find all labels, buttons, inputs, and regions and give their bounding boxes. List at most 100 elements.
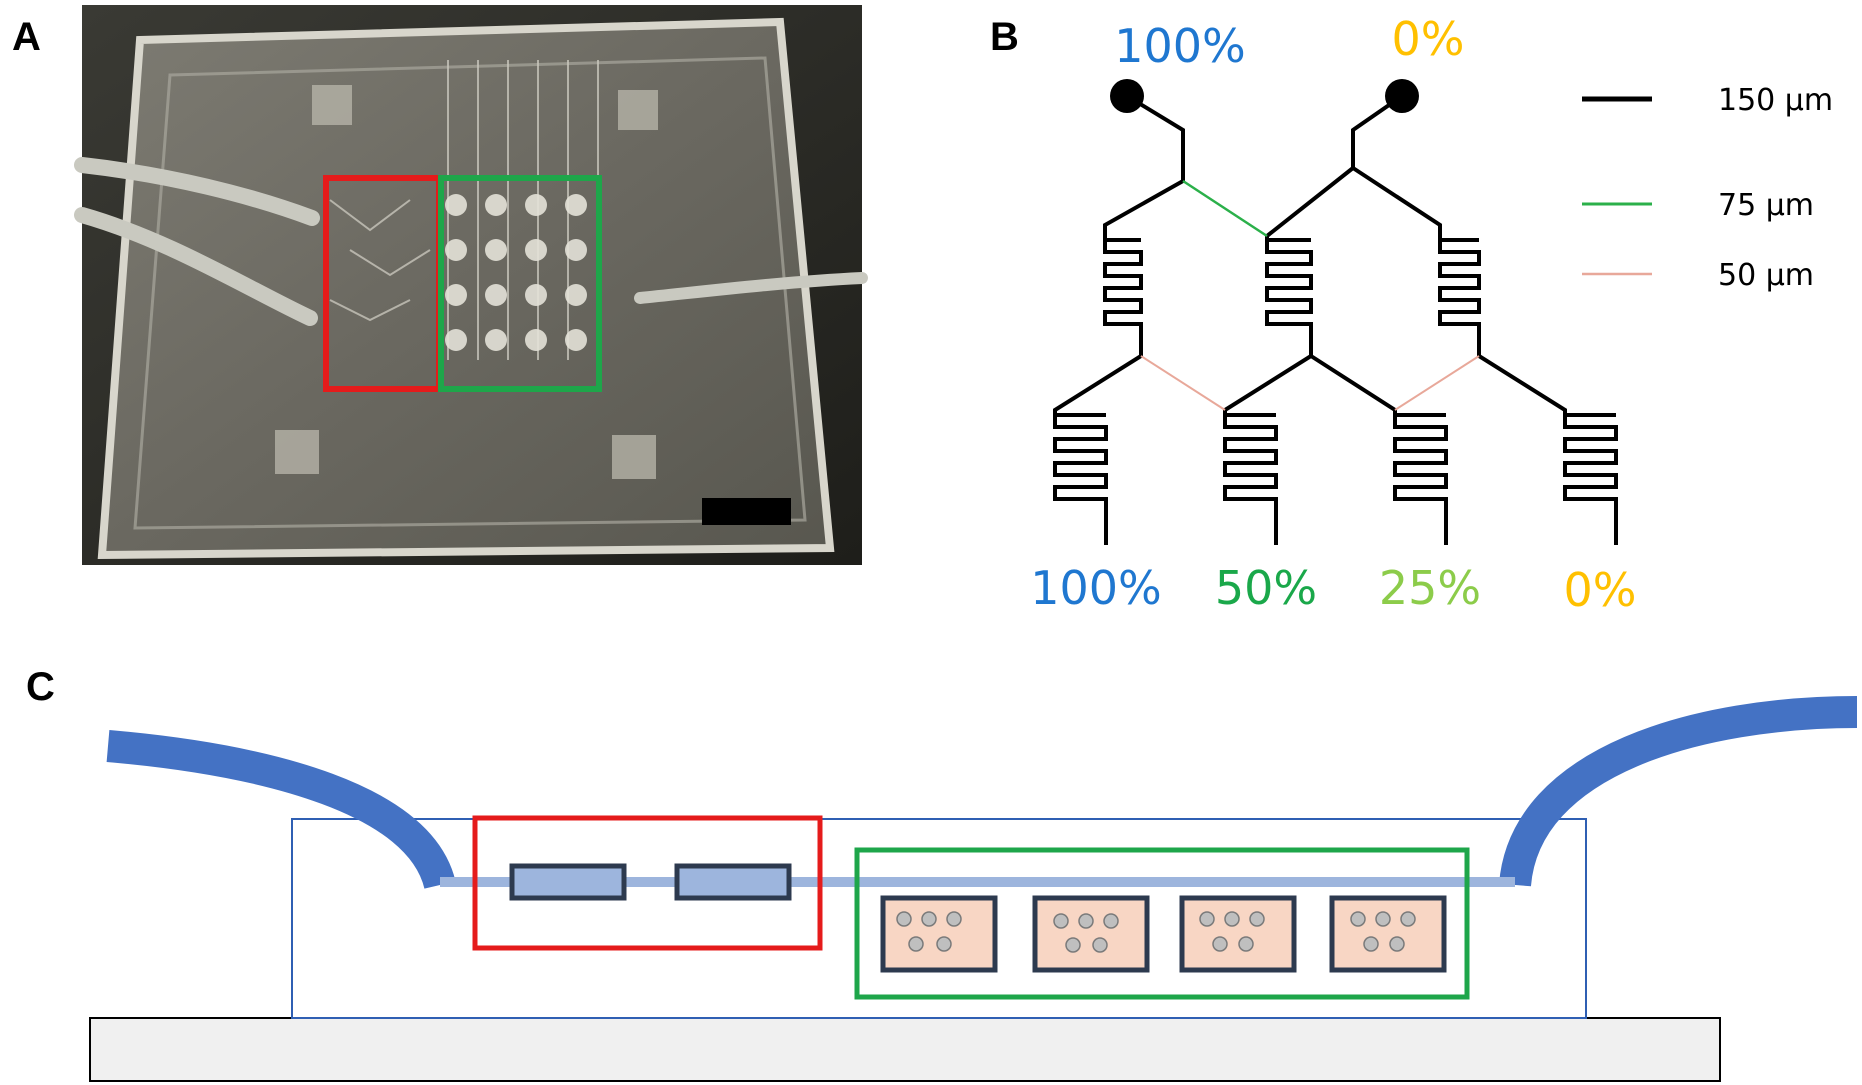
inlet-tube-1 [74, 157, 320, 226]
gradient-generator-box [472, 815, 823, 951]
device-photo [74, 5, 868, 565]
inlet-label-2: 0% [1392, 12, 1465, 66]
outlet-tube [634, 272, 868, 304]
panel-b-letter: B [990, 15, 1019, 59]
inlet-tubing [106, 730, 456, 890]
outlet-label-2: 50% [1215, 561, 1317, 615]
photo-well [485, 329, 507, 351]
cell [1249, 911, 1265, 927]
photo-well [445, 194, 467, 216]
photo-well [525, 329, 547, 351]
cell [1389, 936, 1405, 952]
cell [936, 936, 952, 952]
photo-well [565, 239, 587, 261]
photo-well-grid [445, 194, 587, 351]
culture-chamber-box [854, 847, 1470, 1000]
cell [1400, 911, 1416, 927]
photo-well [525, 284, 547, 306]
cross-channel-50um [1140, 355, 1226, 411]
cell [1092, 937, 1108, 953]
cell [1053, 913, 1069, 929]
chip-inner-edge [133, 56, 807, 530]
cell [1363, 936, 1379, 952]
photo-well [485, 194, 507, 216]
cell [1103, 913, 1119, 929]
split-channel [1265, 166, 1355, 240]
photo-gradient-traces [329, 199, 431, 322]
culture-wells [880, 895, 1447, 973]
panel-b: B 100% 0% [990, 12, 1833, 617]
split-channel [1053, 340, 1143, 415]
outlet-label-4: 0% [1564, 563, 1637, 617]
outlet-tubing [1499, 696, 1858, 887]
inlet-channel-1 [1125, 94, 1185, 181]
channel-network [1053, 79, 1618, 545]
photo-well [525, 194, 547, 216]
generator-channel-segment [674, 863, 792, 901]
cell [1065, 937, 1081, 953]
panel-c-letter: C [26, 665, 55, 709]
photo-well [525, 239, 547, 261]
split-channel [1103, 179, 1184, 240]
split-channel [1477, 340, 1567, 415]
inlet-label-1: 100% [1114, 19, 1246, 73]
cell [908, 936, 924, 952]
base-substrate [89, 1017, 1721, 1082]
panel-a: A [12, 5, 868, 565]
serpentine-mixer [1223, 413, 1278, 515]
alignment-mark [612, 435, 656, 479]
outlet-label-3: 25% [1379, 561, 1481, 615]
photo-well [485, 284, 507, 306]
width-legend: 150 µm 75 µm 50 µm [1582, 83, 1833, 293]
stage-2-serpentines [1053, 413, 1618, 515]
cell [1199, 911, 1215, 927]
scale-bar [702, 498, 791, 525]
alignment-mark [312, 85, 352, 125]
inlet-tube-2 [74, 207, 318, 326]
photo-well [485, 239, 507, 261]
cell [1078, 913, 1094, 929]
cell [896, 911, 912, 927]
split-channel [1309, 354, 1397, 415]
inlet-channel-2 [1351, 94, 1404, 168]
culture-well [1179, 895, 1297, 973]
chip-glass-slab [97, 17, 835, 560]
split-channel [1351, 166, 1442, 240]
culture-well [880, 895, 998, 973]
cross-channel-75um [1182, 179, 1268, 238]
split-channel [1223, 340, 1313, 415]
cell [1350, 911, 1366, 927]
cell [946, 911, 962, 927]
panel-c: C [26, 665, 1858, 1082]
wide-channels [1053, 94, 1618, 545]
alignment-mark [275, 430, 319, 474]
alignment-marks [275, 85, 658, 479]
photo-green-box [438, 175, 602, 392]
legend-label-75um: 75 µm [1718, 188, 1814, 223]
culture-well [1329, 895, 1447, 973]
serpentine-mixer [1393, 413, 1448, 515]
alignment-mark [618, 90, 658, 130]
cross-channel-50um [1394, 355, 1480, 411]
serpentine-mixer [1563, 413, 1618, 515]
cell [921, 911, 937, 927]
photo-well [445, 329, 467, 351]
cell [1224, 911, 1240, 927]
panel-a-letter: A [12, 15, 41, 59]
serpentine-mixer [1103, 238, 1143, 340]
stage-1-serpentines [1103, 238, 1481, 340]
cell [1375, 911, 1391, 927]
photo-well [565, 284, 587, 306]
serpentine-mixer [1265, 238, 1313, 340]
serpentine-mixer [1438, 238, 1481, 340]
cell [1238, 936, 1254, 952]
legend-label-150um: 150 µm [1718, 83, 1833, 118]
photo-well [565, 329, 587, 351]
photo-well [445, 239, 467, 261]
generator-channel-segment [509, 863, 627, 901]
inlet-ports [1110, 79, 1419, 113]
serpentine-mixer [1053, 413, 1108, 515]
photo-well [565, 194, 587, 216]
legend-label-50um: 50 µm [1718, 258, 1814, 293]
